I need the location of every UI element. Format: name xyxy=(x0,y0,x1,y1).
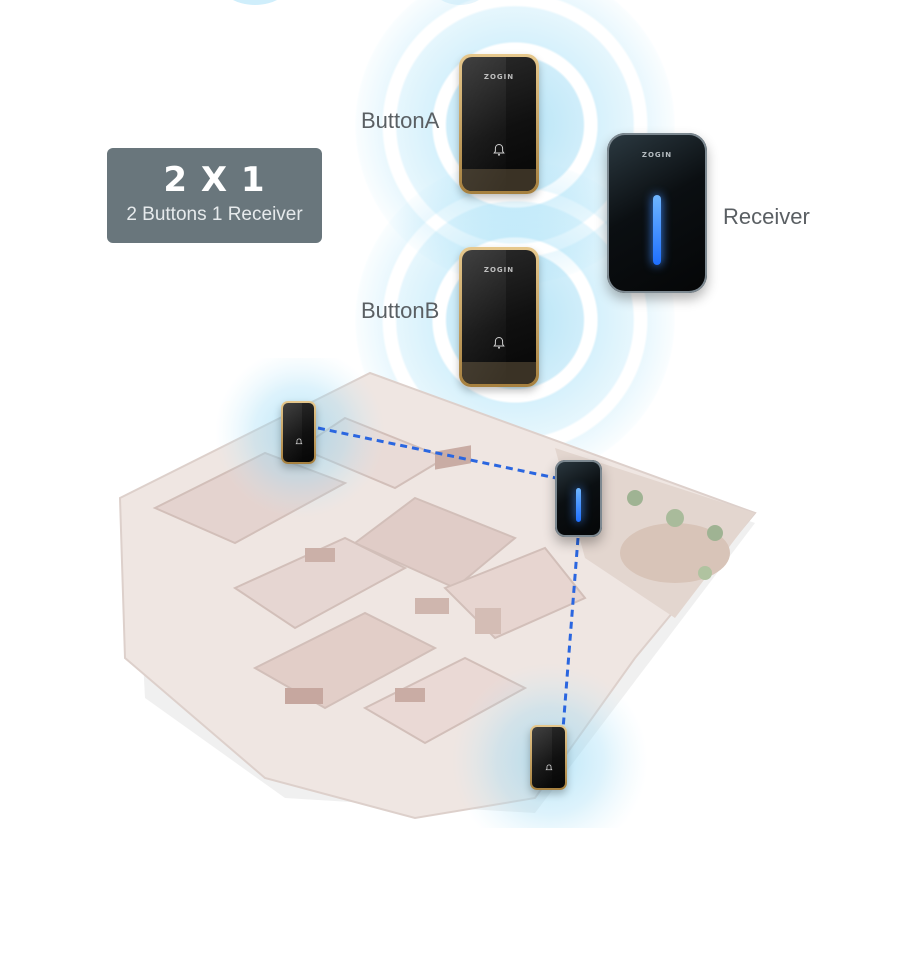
brand-logo: ZOGIN xyxy=(641,151,673,159)
mini-button-device-2 xyxy=(530,725,567,790)
button-b-face: ZOGIN xyxy=(462,250,536,384)
button-a-face: ZOGIN xyxy=(462,57,536,191)
config-title: 2 X 1 xyxy=(163,160,266,200)
mini-button-face xyxy=(283,403,314,462)
bell-icon xyxy=(544,764,553,771)
receiver-device: ZOGIN xyxy=(607,133,707,293)
button-a-device: ZOGIN xyxy=(459,54,539,194)
config-subtitle: 2 Buttons 1 Receiver xyxy=(126,204,303,225)
mini-button-face xyxy=(532,727,565,788)
button-b-label: ButtonB xyxy=(361,298,440,323)
mini-button-device-1 xyxy=(281,401,316,464)
button-a-label: ButtonA xyxy=(361,108,440,133)
receiver-light-strip xyxy=(653,195,661,265)
receiver-light-strip xyxy=(576,488,581,522)
button-b-device: ZOGIN xyxy=(459,247,539,387)
bell-icon xyxy=(294,438,303,445)
top-arc-left xyxy=(220,0,290,5)
product-config-badge: 2 X 1 2 Buttons 1 Receiver xyxy=(107,148,322,243)
receiver-label: Receiver xyxy=(723,204,810,229)
mini-receiver-device xyxy=(555,460,602,537)
